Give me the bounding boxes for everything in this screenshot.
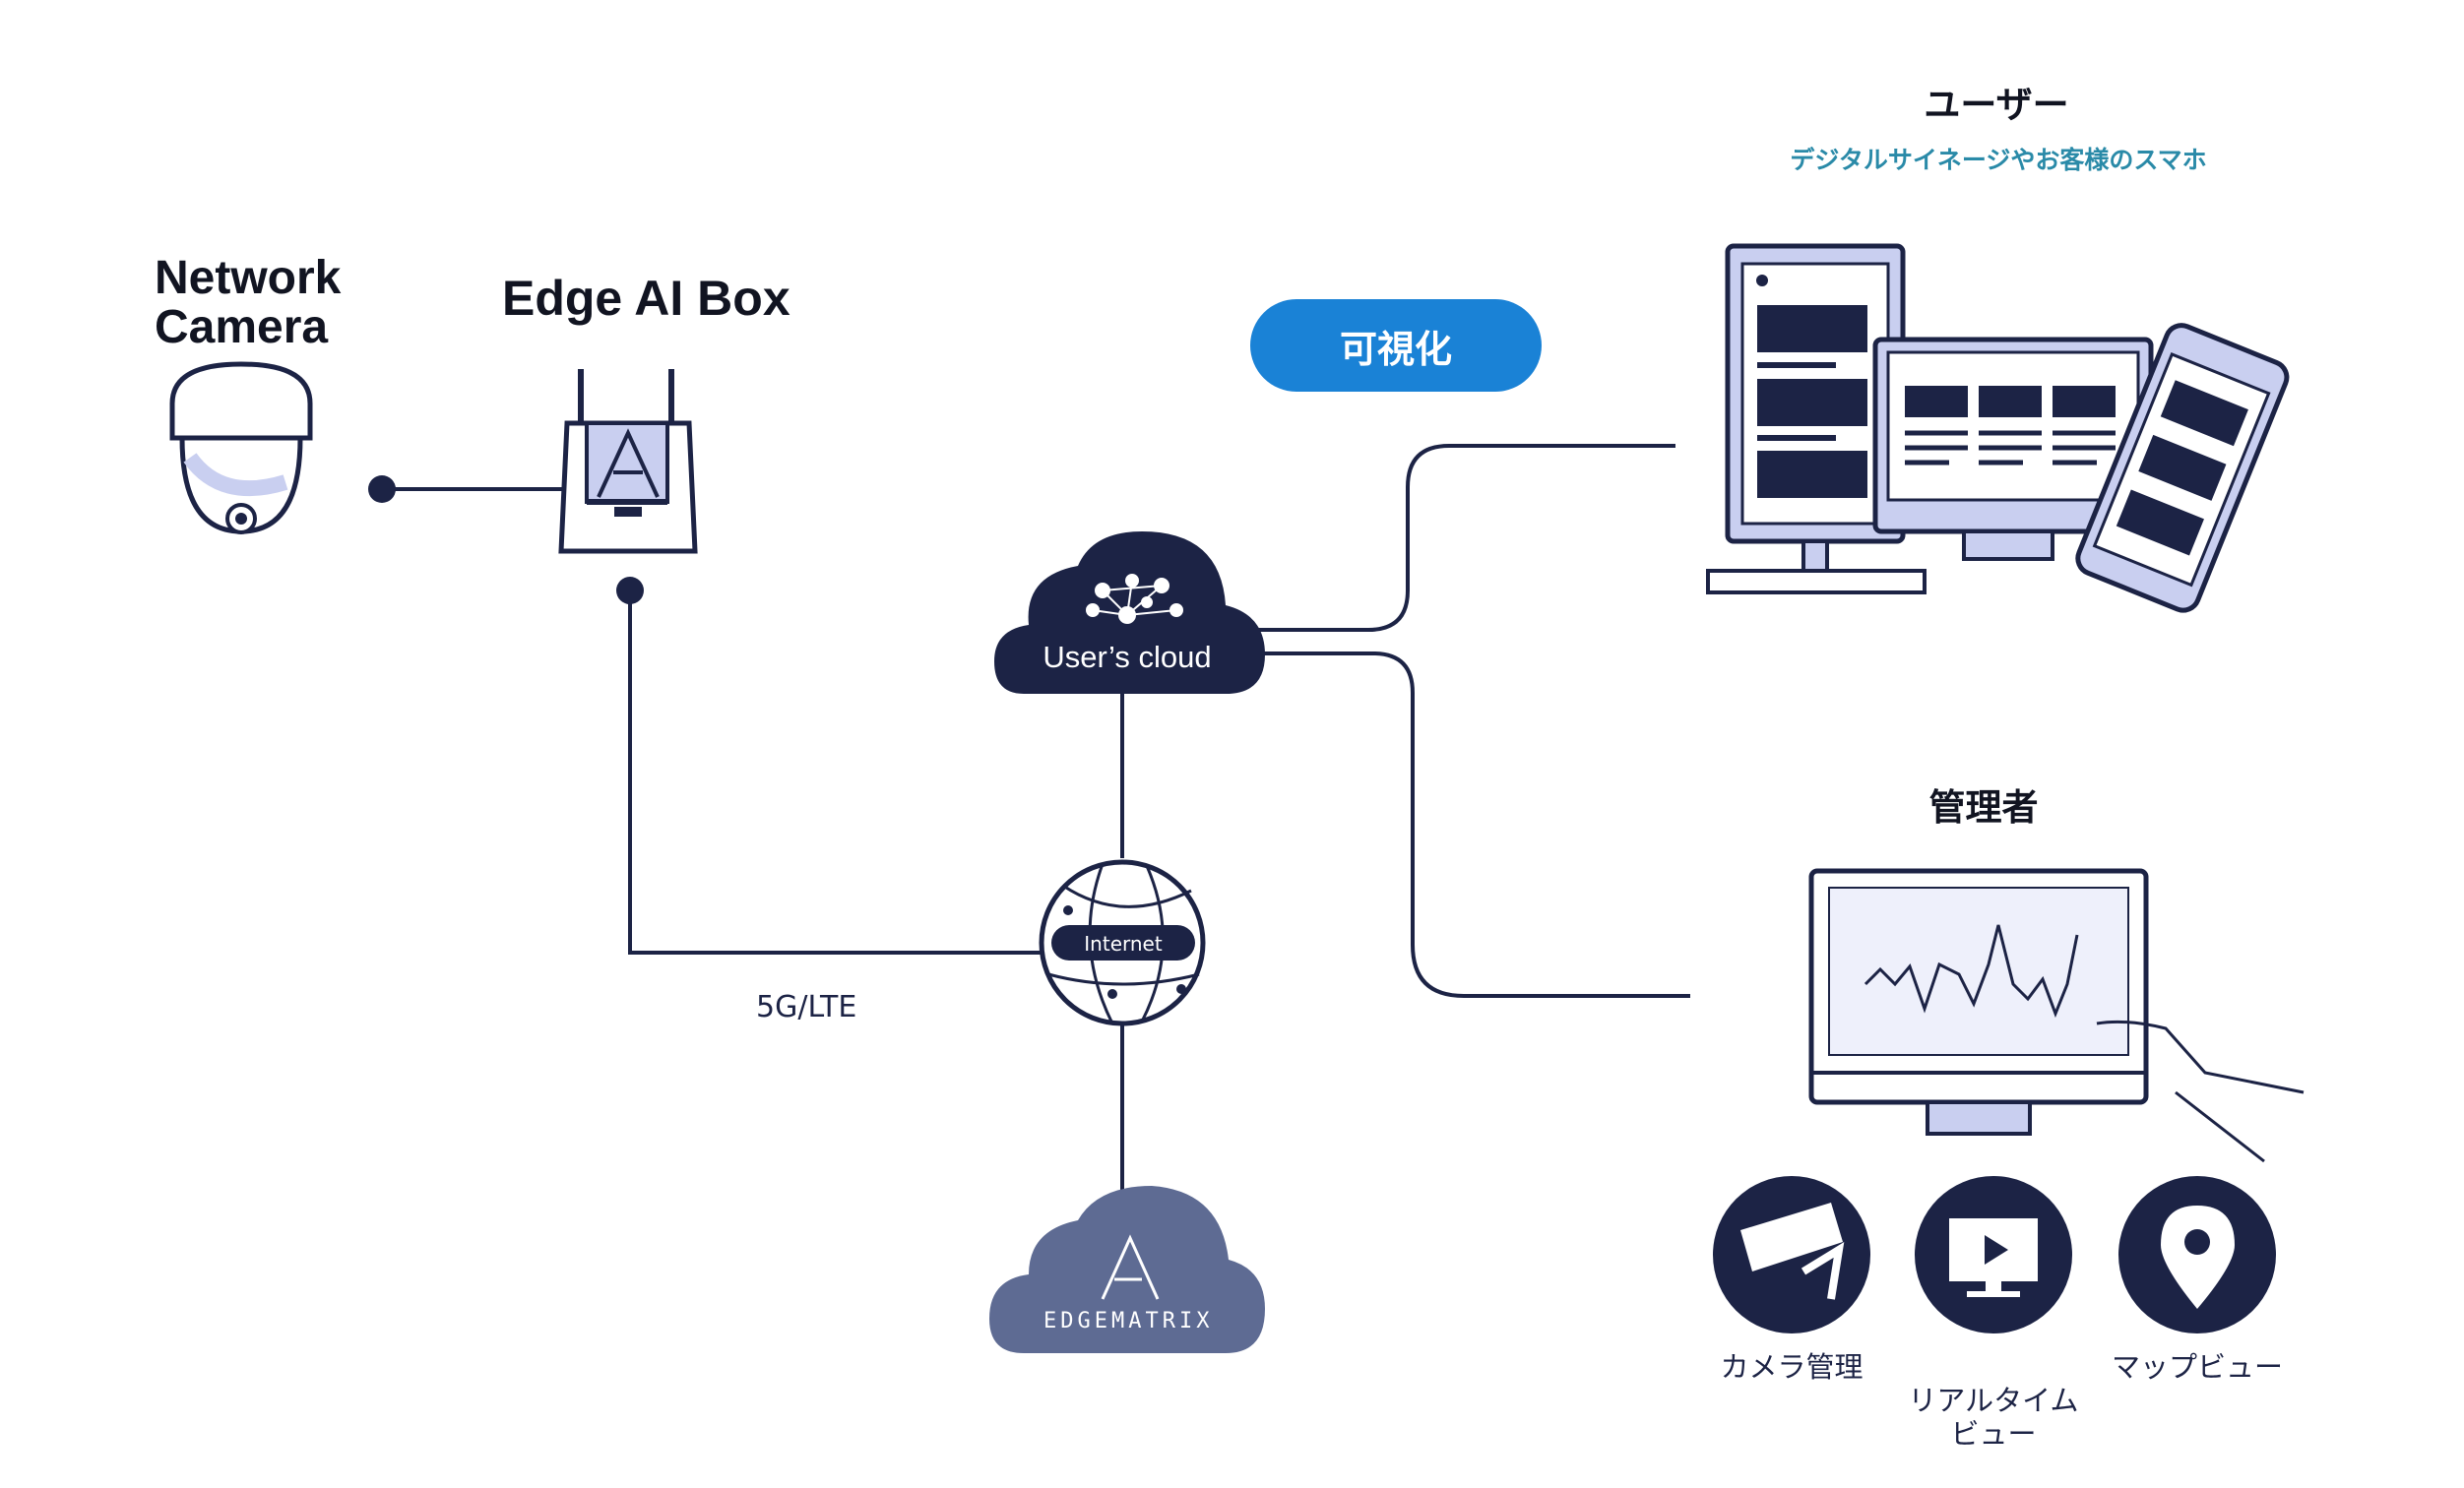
feature-label: マップビュー bbox=[2111, 1350, 2283, 1384]
admin-title: 管理者 bbox=[1928, 786, 2039, 829]
users-title: ユーザー bbox=[1924, 84, 2069, 126]
feature-map-view: マップビュー bbox=[2099, 1350, 2296, 1384]
users-cloud-label: User’s cloud bbox=[1042, 640, 1212, 674]
feature-camera-management: カメラ管理 bbox=[1693, 1350, 1890, 1384]
feature-realtime-view: リアルタイム ビュー bbox=[1895, 1350, 2092, 1451]
link-type-label: 5G/LTE bbox=[756, 990, 857, 1024]
internet-label: Internet bbox=[1084, 932, 1163, 956]
box-5g-link bbox=[628, 590, 1042, 955]
users-cloud-icon bbox=[994, 531, 1265, 694]
camera-link-dot bbox=[368, 475, 396, 503]
feature-label: カメラ管理 bbox=[1720, 1350, 1864, 1384]
map-pin-icon bbox=[2118, 1176, 2276, 1333]
admin-monitor-icon bbox=[1808, 868, 2305, 1163]
visualize-badge: 可視化 bbox=[1250, 299, 1542, 392]
feature-label: リアルタイム ビュー bbox=[1908, 1384, 2079, 1451]
network-camera-icon bbox=[169, 361, 313, 534]
edge-ai-box-label: Edge AI Box bbox=[502, 271, 790, 326]
play-monitor-icon bbox=[1915, 1176, 2072, 1333]
cloud-users-link bbox=[1240, 444, 1675, 632]
cloud-admin-link bbox=[1240, 651, 1690, 998]
network-camera-label: Network Camera bbox=[155, 252, 342, 353]
edgematrix-cloud-icon bbox=[989, 1186, 1265, 1353]
users-subtitle: デジタルサイネージやお客様のスマホ bbox=[1790, 146, 2207, 174]
edge-ai-box-icon bbox=[558, 369, 698, 554]
user-devices-icon bbox=[1706, 243, 2290, 613]
edgematrix-label: EDGEMATRIX bbox=[1043, 1309, 1214, 1333]
security-camera-icon bbox=[1713, 1176, 1870, 1333]
internet-globe-icon bbox=[1039, 859, 1206, 1026]
visualize-label: 可視化 bbox=[1339, 327, 1452, 371]
box-link-dot bbox=[616, 577, 644, 604]
